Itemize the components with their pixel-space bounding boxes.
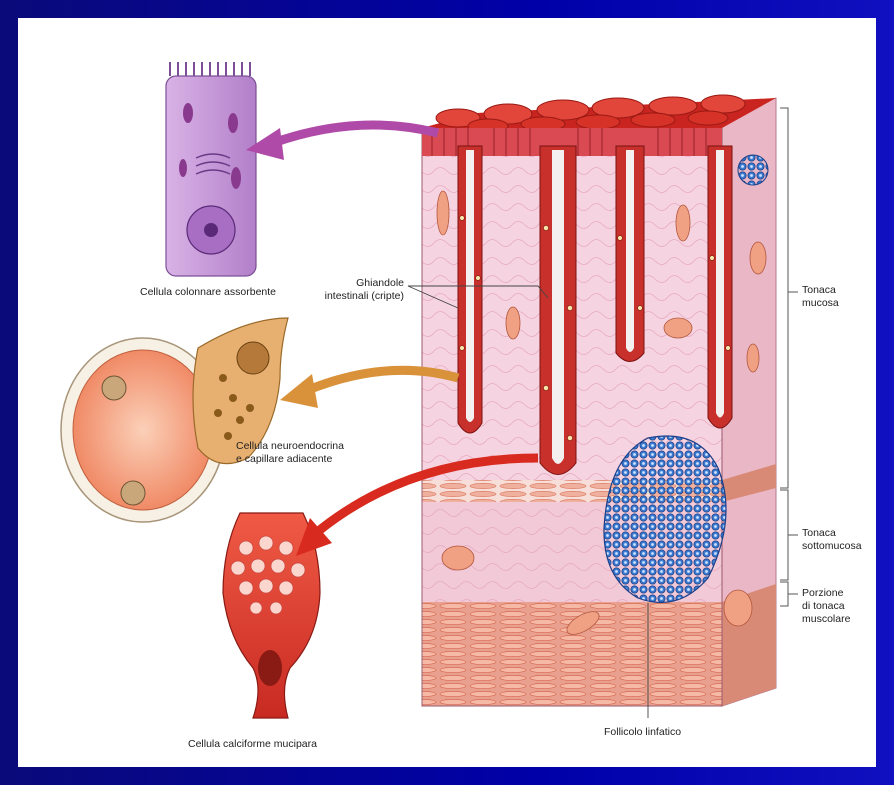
label-neuroendocrine-line2: e capillare adiacente	[236, 453, 344, 466]
arrow-to-absorbent-cell	[246, 125, 438, 160]
label-neuroendocrine-line1: Cellula neuroendocrina	[236, 440, 344, 453]
neuroendocrine-cell	[61, 318, 288, 522]
label-glands: Ghiandole intestinali (cripte)	[324, 277, 404, 303]
label-submucosa-line1: Tonaca	[802, 527, 862, 540]
label-absorbent-cell: Cellula colonnare assorbente	[140, 286, 276, 299]
tissue-block	[422, 95, 776, 706]
label-muscular: Porzione di tonaca muscolare	[802, 587, 850, 626]
illustration-panel: Cellula colonnare assorbente Ghiandole i…	[18, 18, 876, 767]
lymphatic-follicle	[604, 436, 726, 603]
label-muscular-line2: di tonaca	[802, 600, 850, 613]
absorbent-columnar-cell	[166, 62, 256, 276]
label-neuroendocrine-cell: Cellula neuroendocrina e capillare adiac…	[236, 440, 344, 466]
label-mucosa-line2: mucosa	[802, 297, 839, 310]
label-muscular-line1: Porzione	[802, 587, 850, 600]
label-submucosa: Tonaca sottomucosa	[802, 527, 862, 553]
layer-brackets	[780, 108, 798, 606]
label-muscular-line3: muscolare	[802, 613, 850, 626]
label-glands-line1: Ghiandole	[324, 277, 404, 290]
label-mucosa-line1: Tonaca	[802, 284, 839, 297]
label-glands-line2: intestinali (cripte)	[324, 290, 404, 303]
label-submucosa-line2: sottomucosa	[802, 540, 862, 553]
intestinal-wall-diagram	[18, 18, 876, 767]
label-goblet-cell: Cellula calciforme mucipara	[188, 738, 317, 751]
label-mucosa: Tonaca mucosa	[802, 284, 839, 310]
label-lymph-follicle: Follicolo linfatico	[604, 726, 681, 739]
